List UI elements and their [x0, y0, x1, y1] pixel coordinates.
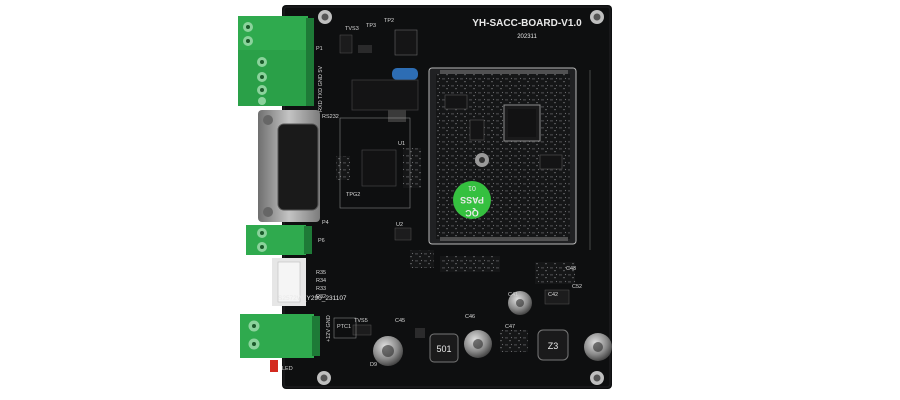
inductor-left-label: 501 — [436, 344, 451, 354]
label-tvs3: TVS3 — [345, 26, 359, 32]
label-d9: D9 — [370, 362, 377, 368]
db9-rs232-connector — [258, 110, 320, 222]
blue-capacitor — [392, 68, 418, 80]
svg-text:PASS: PASS — [460, 195, 484, 205]
label-c47: C47 — [505, 324, 515, 330]
label-p6: P6 — [318, 238, 325, 244]
label-u2: U2 — [396, 222, 403, 228]
label-tp2: TP2 — [384, 18, 394, 24]
label-u1: U1 — [398, 141, 405, 147]
mid-ic-area — [336, 148, 421, 241]
board-date-code: 202311 — [517, 34, 537, 40]
lower-smd-area — [352, 250, 575, 352]
label-power: +12V GND — [326, 315, 332, 342]
label-r33: R33 — [316, 286, 326, 292]
label-ptc1: PTC1 — [337, 324, 351, 330]
label-c48: C48 — [566, 266, 576, 272]
label-r34: R34 — [316, 278, 326, 284]
label-c52: C52 — [572, 284, 582, 290]
label-c42: C42 — [548, 292, 558, 298]
board-serial: S2572W_Y290_231107 — [278, 295, 347, 302]
label-uart-pins: RXD TXD GND 5V — [318, 66, 324, 112]
label-p4: P4 — [322, 220, 329, 226]
electrolytic-capacitors — [373, 291, 612, 366]
inductor-right-label: Z3 — [548, 341, 559, 351]
label-rs232: RS232 — [322, 114, 339, 120]
label-c45: C45 — [395, 318, 405, 324]
power-inductors — [429, 329, 569, 363]
core-module — [428, 67, 577, 245]
label-r35: R35 — [316, 270, 326, 276]
terminal-block-mid — [246, 225, 312, 255]
label-c41: C41 — [508, 292, 518, 298]
label-p1: P1 — [316, 46, 323, 52]
label-tp3: TP3 — [366, 23, 376, 29]
label-r32: R32 — [316, 294, 326, 300]
label-tvs5: TVS5 — [354, 318, 368, 324]
terminal-block-power — [240, 314, 320, 358]
svg-text:QC: QC — [465, 208, 479, 218]
white-header — [272, 258, 306, 306]
terminal-block-uart — [238, 16, 314, 106]
svg-text:01: 01 — [468, 184, 476, 191]
label-tpg2: TPG2 — [346, 192, 360, 198]
board-title: YH-SACC-BOARD-V1.0 — [472, 18, 582, 29]
red-led — [270, 360, 278, 372]
mounting-holes — [317, 10, 604, 385]
label-led: LED — [282, 366, 293, 372]
qc-pass-sticker: QC PASS 01 — [453, 181, 491, 219]
top-ic-area — [339, 29, 419, 122]
label-c46: C46 — [465, 314, 475, 320]
